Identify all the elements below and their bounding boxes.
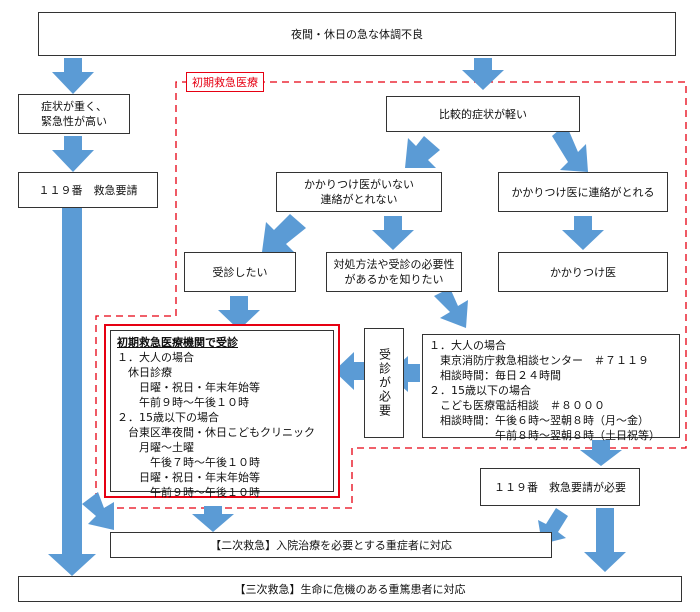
arrow-icon xyxy=(52,136,94,172)
call119-box: １１９番 救急要請 xyxy=(18,172,158,208)
initial-care-tag: 初期救急医療 xyxy=(186,72,264,92)
arrow-icon xyxy=(388,356,420,392)
want-visit-box: 受診したい xyxy=(184,252,296,292)
consult-box: １．大人の場合 東京消防庁救急相談センター ＃７１１９ 相談時間：毎日２４時間 … xyxy=(422,334,680,442)
top-label: 夜間・休日の急な体調不良 xyxy=(291,27,423,41)
initial-facility-title: 初期救急医療機関で受診 xyxy=(117,336,238,349)
call119-need-label: １１９番 救急要請が必要 xyxy=(494,480,626,494)
arrow-icon xyxy=(48,208,96,576)
need-visit-box: 受診が必要 xyxy=(364,328,404,438)
family-doctor-label: かかりつけ医 xyxy=(549,265,617,279)
consult-details: １．大人の場合 東京消防庁救急相談センター ＃７１１９ 相談時間：毎日２４時間 … xyxy=(429,339,660,442)
arrow-icon xyxy=(552,124,588,172)
secondary-box: 【二次救急】入院治療を必要とする重症者に対応 xyxy=(110,532,552,558)
arrow-icon xyxy=(52,58,94,94)
secondary-label: 【二次救急】入院治療を必要とする重症者に対応 xyxy=(210,538,452,552)
has-doctor-label: かかりつけ医に連絡がとれる xyxy=(511,185,655,199)
severe-box: 症状が重く、 緊急性が高い xyxy=(18,94,130,134)
arrow-icon xyxy=(192,506,234,532)
arrow-icon xyxy=(434,288,468,328)
arrow-icon xyxy=(584,508,626,572)
tertiary-label: 【三次救急】生命に危機のある重篤患者に対応 xyxy=(234,582,466,596)
need-visit-label: 受診が必要 xyxy=(377,348,392,418)
arrow-icon xyxy=(82,492,114,530)
arrow-icon xyxy=(372,216,414,250)
no-doctor-box: かかりつけ医がいない 連絡がとれない xyxy=(276,172,442,212)
severe-label: 症状が重く、 緊急性が高い xyxy=(41,100,107,128)
call119-label: １１９番 救急要請 xyxy=(38,183,138,197)
arrow-icon xyxy=(580,440,622,466)
want-know-box: 対処方法や受診の必要性 があるかを知りたい xyxy=(326,252,462,292)
want-know-label: 対処方法や受診の必要性 があるかを知りたい xyxy=(333,258,455,286)
no-doctor-label: かかりつけ医がいない 連絡がとれない xyxy=(303,178,415,206)
top-box: 夜間・休日の急な体調不良 xyxy=(38,12,676,56)
initial-facility-box: 初期救急医療機関で受診 １．大人の場合 休日診療 日曜・祝日・年末年始等 午前９… xyxy=(110,330,334,499)
arrow-icon xyxy=(218,296,260,330)
call119-need-box: １１９番 救急要請が必要 xyxy=(480,468,640,506)
mild-box: 比較的症状が軽い xyxy=(386,96,580,132)
want-visit-label: 受診したい xyxy=(212,265,268,279)
has-doctor-box: かかりつけ医に連絡がとれる xyxy=(498,172,668,212)
flow-arrows xyxy=(48,58,626,576)
mild-label: 比較的症状が軽い xyxy=(439,107,527,121)
arrow-icon xyxy=(262,214,306,252)
arrow-icon xyxy=(562,216,604,250)
arrow-icon xyxy=(462,58,504,90)
arrow-icon xyxy=(405,136,440,168)
arrow-icon xyxy=(334,352,364,390)
initial-facility-details: １．大人の場合 休日診療 日曜・祝日・年末年始等 午前９時～午後１０時 ２．15… xyxy=(117,351,315,499)
family-doctor-box: かかりつけ医 xyxy=(498,252,668,292)
tertiary-box: 【三次救急】生命に危機のある重篤患者に対応 xyxy=(18,576,682,602)
